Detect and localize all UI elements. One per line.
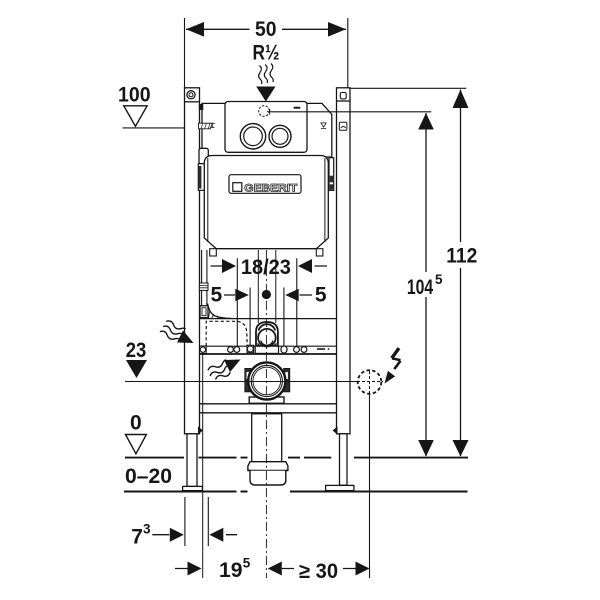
svg-text:R½: R½ bbox=[253, 42, 280, 65]
svg-text:0: 0 bbox=[130, 412, 142, 435]
svg-text:112: 112 bbox=[446, 245, 477, 268]
svg-text:23: 23 bbox=[126, 339, 147, 362]
svg-text:50: 50 bbox=[255, 18, 277, 41]
svg-text:0–20: 0–20 bbox=[125, 465, 172, 488]
svg-text:104: 104 bbox=[407, 276, 434, 299]
svg-text:19: 19 bbox=[219, 559, 243, 582]
svg-text:5: 5 bbox=[435, 272, 443, 287]
svg-text:7: 7 bbox=[131, 526, 143, 549]
svg-text:100: 100 bbox=[118, 84, 151, 107]
svg-text:3: 3 bbox=[143, 522, 151, 537]
svg-text:GEBERIT: GEBERIT bbox=[244, 182, 297, 194]
svg-text:5: 5 bbox=[243, 556, 251, 571]
svg-text:5: 5 bbox=[315, 284, 327, 307]
svg-text:18/23: 18/23 bbox=[241, 256, 291, 279]
svg-text:≥ 30: ≥ 30 bbox=[299, 560, 338, 583]
svg-text:5: 5 bbox=[210, 284, 222, 307]
